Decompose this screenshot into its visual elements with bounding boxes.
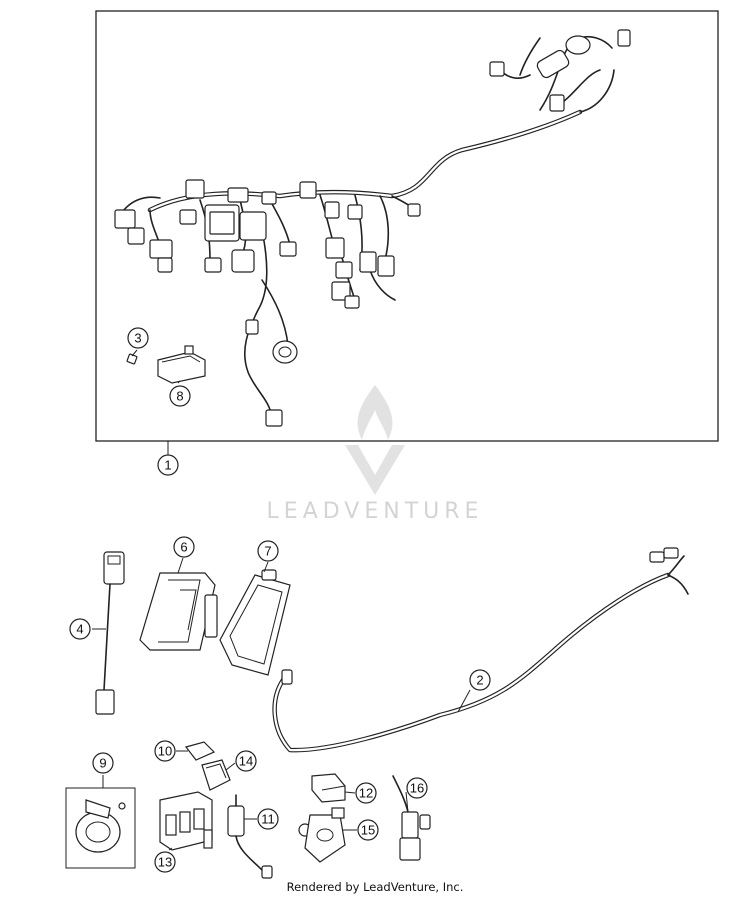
part-6-ecu [139, 572, 218, 651]
callout-7-label: 7 [264, 544, 271, 559]
part-16-plug [392, 775, 431, 861]
callout-16: 16 [406, 777, 428, 799]
callout-16-label: 16 [410, 781, 424, 796]
callout-3-label: 3 [134, 331, 141, 346]
watermark-text: LEADVENTURE [267, 499, 484, 524]
callout-12: 12 [355, 782, 377, 804]
callout-2-label: 2 [476, 673, 483, 688]
callout-1: 1 [157, 454, 179, 476]
part-15-sensor [298, 807, 346, 863]
part-4-sensor-cable [95, 551, 125, 715]
callout-1-label: 1 [164, 458, 171, 473]
callout-14: 14 [235, 750, 257, 772]
callout-13: 13 [154, 851, 176, 873]
callout-10: 10 [154, 740, 176, 762]
part-14-relay [201, 759, 231, 791]
callout-12-label: 12 [359, 786, 373, 801]
callout-8: 8 [169, 385, 191, 407]
callout-11-label: 11 [261, 812, 275, 827]
callout-3: 3 [127, 327, 149, 349]
callout-10-label: 10 [158, 744, 172, 759]
callout-15-label: 15 [361, 823, 375, 838]
callout-11: 11 [257, 808, 279, 830]
callout-6: 6 [173, 536, 195, 558]
callout-2: 2 [469, 669, 491, 691]
part-2-cable [272, 547, 689, 753]
callout-8-label: 8 [176, 389, 183, 404]
callout-9-label: 9 [99, 756, 106, 771]
part-7-control-unit [219, 569, 291, 676]
part-3-clip [126, 353, 138, 365]
callout-9: 9 [92, 752, 114, 774]
callout-13-label: 13 [158, 855, 172, 870]
callout-6-label: 6 [180, 540, 187, 555]
part-8-fuse-box [157, 345, 206, 384]
part-13-fuse-block [159, 791, 213, 851]
callout-14-label: 14 [239, 754, 253, 769]
part-9-horn [65, 787, 136, 869]
leadventure-watermark: LEADVENTURE [267, 385, 484, 524]
callout-15: 15 [357, 819, 379, 841]
callout-4-label: 4 [76, 622, 83, 637]
assembly-frame [95, 10, 719, 442]
footer-credit: Rendered by LeadVenture, Inc. [286, 880, 464, 894]
main-wiring-harness [114, 29, 631, 427]
callout-7: 7 [257, 540, 279, 562]
part-11-diode-cable [227, 794, 273, 879]
part-10-cover [184, 741, 216, 761]
callout-4: 4 [69, 618, 91, 640]
callout-leaders [92, 349, 471, 851]
part-12-connector [311, 773, 346, 803]
